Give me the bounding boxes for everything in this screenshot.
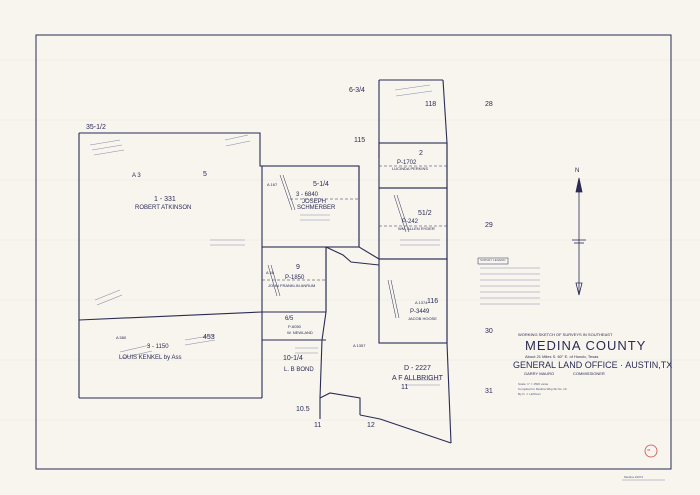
sheet-border — [35, 34, 672, 470]
legend-box-label: SURVEY LEGEND — [480, 258, 506, 262]
perkins-cert: P-1702 — [397, 160, 417, 166]
stamp-number: 35 — [647, 448, 651, 452]
schmerber-name: JOSEPH SCHMERBER — [297, 199, 336, 211]
p242-number: 51/2 — [418, 210, 432, 217]
survey-number-31: 31 — [485, 388, 493, 395]
sheet-id: Medina 19074 — [624, 475, 644, 479]
bond-name: L. B BOND — [284, 367, 314, 373]
perkins-name: LUCINDA PERKINS — [392, 166, 429, 171]
survey-number-28: 28 — [485, 101, 493, 108]
allbright-cert: D - 2227 — [404, 365, 431, 372]
atkinson-number: 5 — [203, 171, 207, 178]
title-by: By D. J. Hoffman — [518, 392, 541, 396]
anrum-name: JOHN FRANKLIN ANRUM — [268, 283, 316, 288]
kenkel-name: LOUIS KENKEL by Ass — [119, 355, 182, 361]
title-scale: Scale: 1" = 1500 varas — [518, 382, 549, 386]
survey-number-115: 115 — [354, 137, 366, 144]
p242-cert: P-242 — [402, 219, 419, 225]
title-commissioner-name: GARRY MAURO — [524, 371, 555, 376]
hoose-number: 116 — [427, 298, 439, 305]
survey-number-10-5: 10.5 — [296, 406, 310, 413]
title-line3: About 21 Miles S. 60° E. of Hondo, Texas — [525, 354, 599, 359]
title-office: GENERAL LAND OFFICE · AUSTIN,TX — [513, 360, 673, 370]
north-arrow-icon — [572, 177, 586, 296]
allbright-name: A F ALLBRIGHT — [392, 375, 443, 382]
allbright-abstract: A 1357 — [353, 343, 366, 348]
survey-number-6-3-4: 6-3/4 — [349, 87, 365, 94]
anrum-abstract: A 48 — [266, 270, 275, 275]
kenkel-number: 453 — [203, 334, 215, 341]
survey-boundaries — [78, 79, 452, 444]
schmerber-abstract: A 167 — [267, 182, 278, 187]
atkinson-name: ROBERT ATKINSON — [135, 205, 192, 211]
survey-number-118: 118 — [425, 101, 437, 108]
p242-name: WM. ALLEN RYDER — [398, 226, 435, 231]
allbright-number: 11 — [401, 384, 409, 391]
hoose-name: JACOB HOOSE — [408, 316, 437, 321]
p6050-number: 6/5 — [285, 316, 294, 322]
survey-number-12: 12 — [367, 422, 375, 429]
title-county: MEDINA COUNTY — [525, 338, 647, 353]
survey-number-30: 30 — [485, 328, 493, 335]
bond-number: 10-1/4 — [283, 355, 303, 362]
survey-number-29: 29 — [485, 222, 493, 229]
kenkel-abstract: A 580 — [116, 335, 127, 340]
anrum-cert: P-1850 — [285, 275, 305, 281]
title-commissioner-title: COMMISSIONER — [573, 371, 605, 376]
survey-number-35-1-2: 35-1/2 — [86, 124, 106, 131]
title-compiled: Compiled for Medina Wkg Sk No. 19 — [518, 387, 567, 391]
perkins-number: 2 — [419, 150, 423, 157]
hoose-abstract: A 1374 — [415, 300, 428, 305]
north-label: N — [575, 168, 580, 174]
title-line1: WORKING SKETCH OF SURVEYS IN SOUTHEAST — [518, 332, 613, 337]
anrum-number: 9 — [296, 264, 300, 271]
p6050-name: W. NEWLAND — [287, 330, 313, 335]
p6050-cert: P-6050 — [288, 324, 301, 329]
schmerber-number: 5-1/4 — [313, 181, 329, 188]
schmerber-cert: 3 - 6840 — [296, 192, 319, 198]
hoose-cert: P-3449 — [410, 309, 430, 315]
kenkel-cert: 3 - 1150 — [147, 344, 169, 350]
atkinson-abstract: A 3 — [132, 173, 141, 179]
survey-number-11: 11 — [314, 422, 322, 429]
atkinson-cert: 1 - 331 — [154, 196, 176, 203]
office-stamp — [644, 444, 658, 458]
